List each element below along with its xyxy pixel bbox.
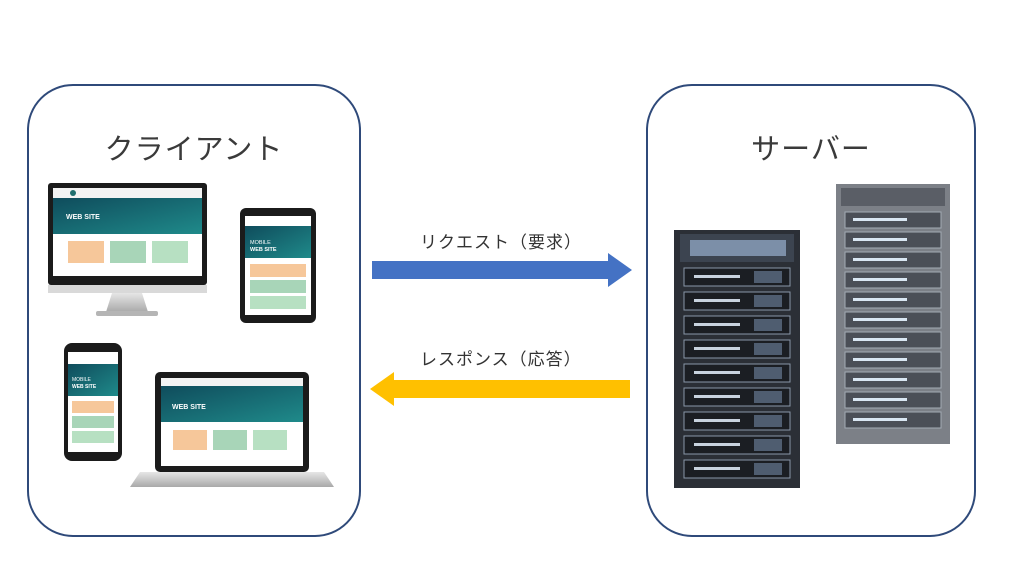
tablet-hero-line1: MOBILE xyxy=(250,240,271,246)
request-label: リクエスト（要求） xyxy=(420,233,582,253)
response-label: レスポンス（応答） xyxy=(420,350,582,370)
tablet: MOBILE WEB SITE xyxy=(240,208,316,323)
laptop: WEB SITE xyxy=(130,372,334,487)
laptop-hero-text: WEB SITE xyxy=(172,404,206,411)
request-arrow xyxy=(372,253,632,287)
server-rack-dark xyxy=(674,230,800,488)
desktop-monitor: WEB SITE xyxy=(48,183,207,316)
phone: MOBILE WEB SITE xyxy=(64,343,122,461)
client-title: クライアント xyxy=(104,132,284,166)
monitor-hero-text: WEB SITE xyxy=(66,214,100,221)
tablet-hero-line2: WEB SITE xyxy=(250,247,277,253)
response-arrow xyxy=(370,372,630,406)
server-title: サーバー xyxy=(751,132,871,166)
phone-hero-line2: WEB SITE xyxy=(72,384,97,390)
phone-hero-line1: MOBILE xyxy=(72,377,92,383)
server-rack-grey xyxy=(836,184,950,444)
